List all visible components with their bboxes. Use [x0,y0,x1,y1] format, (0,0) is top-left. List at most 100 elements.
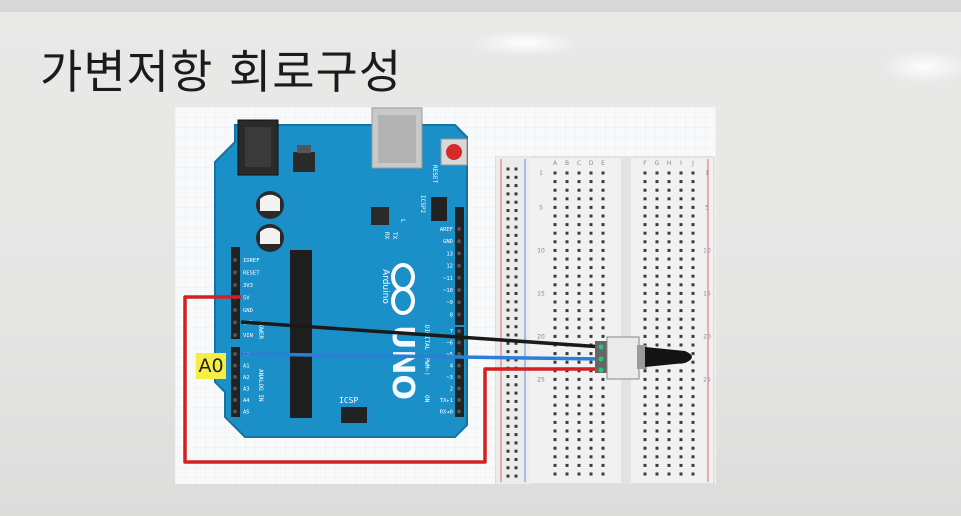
breadboard-hole [577,403,581,407]
breadboard-hole [643,266,647,270]
breadboard-hole [643,463,647,467]
digital-pin-label: TX▸1 [440,398,453,404]
breadboard-hole [643,403,647,407]
breadboard-hole [667,472,671,476]
breadboard-hole [601,248,605,252]
breadboard-hole [679,395,683,399]
rail-hole [514,433,518,437]
breadboard-hole [643,257,647,261]
arduino-logo [391,263,415,315]
breadboard-column-letter: I [680,160,682,167]
breadboard-hole [565,197,569,201]
breadboard-hole [643,326,647,330]
breadboard-hole [601,214,605,218]
breadboard-hole [565,455,569,459]
rail-hole [506,449,510,453]
breadboard-hole [577,463,581,467]
breadboard-hole [601,283,605,287]
rail-hole [506,192,510,196]
breadboard-hole [601,420,605,424]
breadboard-hole [667,283,671,287]
breadboard-hole [655,429,659,433]
breadboard-hole [565,377,569,381]
breadboard-hole [691,317,695,321]
breadboard-hole [553,248,557,252]
breadboard-hole [691,180,695,184]
breadboard-hole [667,240,671,244]
breadboard-hole [565,205,569,209]
rail-hole [506,283,510,287]
breadboard-hole [655,205,659,209]
digital-pin-label: ~9 [446,300,453,306]
breadboard-hole [655,171,659,175]
breadboard-hole [667,429,671,433]
breadboard-hole [691,420,695,424]
breadboard-hole [643,455,647,459]
breadboard-hole [679,446,683,450]
digital-pin-hole [457,227,461,231]
breadboard-hole [577,472,581,476]
breadboard-hole [565,283,569,287]
rail-hole [514,383,518,387]
breadboard-hole [565,309,569,313]
breadboard-hole [577,197,581,201]
rail-hole [506,391,510,395]
power-pin-hole [233,320,237,325]
breadboard-hole [589,266,593,270]
slide-top-edge [0,0,961,12]
breadboard-hole [589,197,593,201]
breadboard-hole [691,377,695,381]
breadboard-hole [691,352,695,356]
breadboard-hole [643,377,647,381]
pot-pin [598,367,604,373]
circuit-diagram: RESET ICSP2 ICSP TX RX L Arduino UNO ON … [175,107,716,484]
breadboard-hole [577,205,581,209]
breadboard-row-number: 10 [537,247,545,254]
rail-hole [506,325,510,329]
breadboard-hole [553,463,557,467]
breadboard-hole [691,257,695,261]
breadboard-hole [601,291,605,295]
rail-hole [514,325,518,329]
breadboard-hole [643,438,647,442]
breadboard-hole [589,248,593,252]
reset-button[interactable] [446,144,462,160]
black-wire-gnd [240,320,604,349]
breadboard-hole [691,197,695,201]
breadboard-hole [643,188,647,192]
breadboard-hole [577,214,581,218]
breadboard-hole [667,223,671,227]
breadboard-hole [565,446,569,450]
rail-hole [506,300,510,304]
breadboard-hole [553,455,557,459]
digital-pin-hole [457,275,461,280]
breadboard-hole [577,377,581,381]
rail-hole [506,416,510,420]
breadboard-row-number: 25 [537,376,545,383]
breadboard-hole [643,386,647,390]
digital-pin-label: ~5 [446,352,453,358]
breadboard-hole [565,180,569,184]
breadboard-hole [589,231,593,235]
breadboard-hole [643,317,647,321]
breadboard-hole [643,274,647,278]
rail-hole [514,300,518,304]
breadboard-hole [643,412,647,416]
breadboard-hole [691,334,695,338]
breadboard-hole [655,377,659,381]
digital-pin-hole [457,352,461,356]
breadboard-hole [655,188,659,192]
breadboard-hole [589,317,593,321]
digital-header-lower [455,327,464,417]
breadboard-hole [601,395,605,399]
rail-hole [506,167,510,171]
breadboard-hole [553,274,557,278]
a0-pin-callout: A0 [196,353,226,379]
breadboard-hole [667,463,671,467]
breadboard-hole [655,412,659,416]
breadboard-hole [655,291,659,295]
rail-hole [506,424,510,428]
tx-label: TX [391,232,398,240]
breadboard-hole [679,240,683,244]
rail-hole [514,416,518,420]
